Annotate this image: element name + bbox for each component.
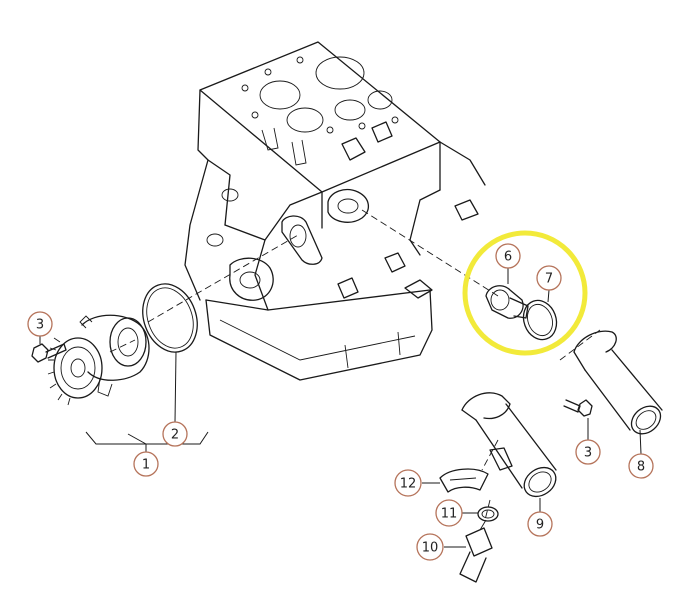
callout-label: 12 [400,477,417,492]
callout-8: 8 [628,453,654,479]
sensor-10 [459,519,493,583]
flange-6 [485,285,529,319]
callout-label: 11 [441,507,458,522]
callout-label: 3 [36,318,44,333]
callout-11: 11 [435,499,463,527]
callout-9: 9 [527,511,553,537]
callout-label: 8 [637,460,645,475]
coolant-pipe-8 [573,330,663,435]
o-ring-2 [142,283,198,353]
water-pump [47,314,150,406]
callout-label: 7 [545,272,553,287]
callouts: 1 2 3 3 6 7 8 9 [27,243,654,561]
callout-6: 6 [495,243,521,269]
clip-12 [439,468,489,493]
leader-lines [39,268,642,548]
callout-12: 12 [394,469,422,497]
callout-label: 1 [142,458,150,473]
engine-block [184,41,486,381]
coolant-housing-9 [461,392,557,498]
callout-label: 10 [422,541,439,556]
highlight-circle [462,230,588,356]
callout-label: 9 [536,518,544,533]
callout-label: 3 [584,446,592,461]
callout-2: 2 [162,421,188,447]
o-ring-11 [477,506,499,522]
assembly-lines [109,209,601,521]
bolt-right [563,399,593,417]
callout-1: 1 [133,451,159,477]
callout-10: 10 [416,533,444,561]
seal-7 [522,299,558,341]
callout-3-right: 3 [575,439,601,465]
callout-label: 6 [504,250,512,265]
callout-7: 7 [536,265,562,291]
callout-3-left: 3 [27,311,53,337]
callout-label: 2 [171,428,179,443]
